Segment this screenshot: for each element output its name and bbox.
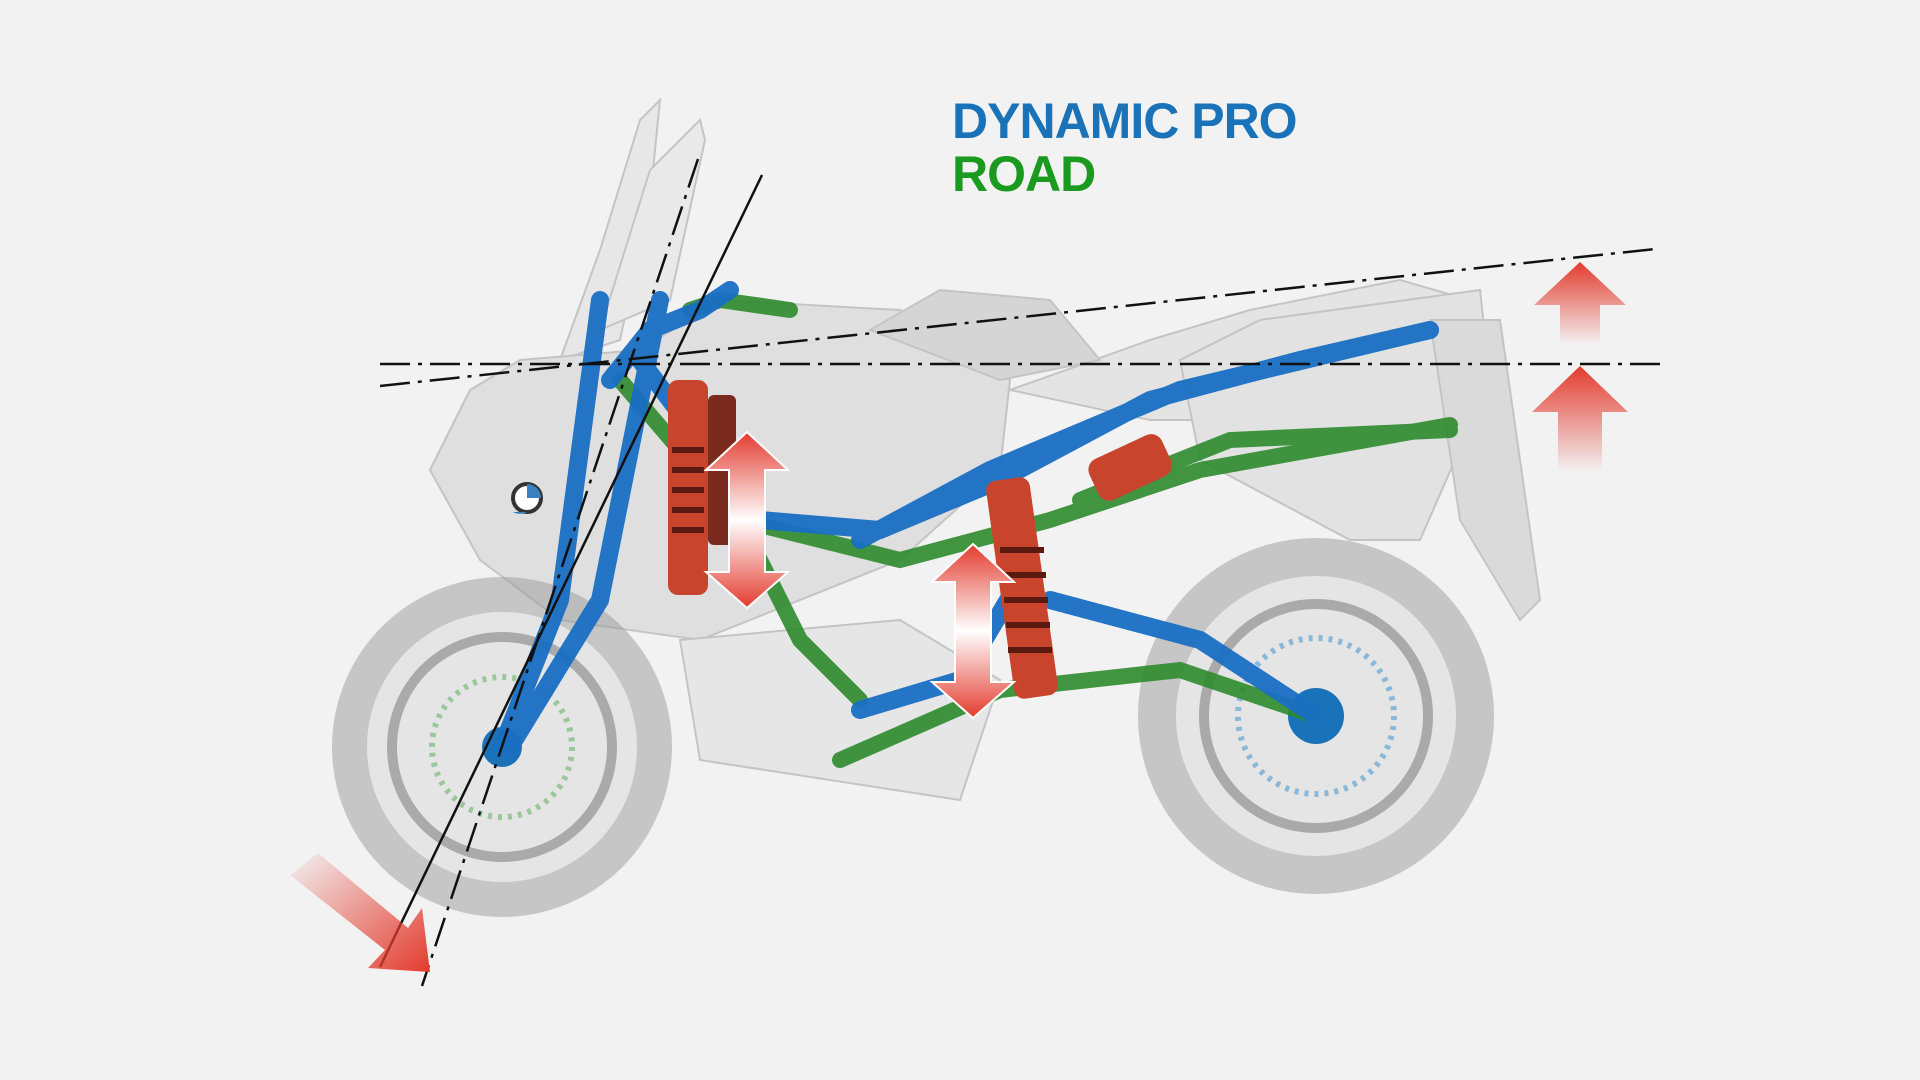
reference-lines <box>378 158 1663 987</box>
bmw-logo-icon <box>511 482 543 514</box>
mode-label-dynamic-pro: DYNAMIC PRO <box>952 93 1298 149</box>
arrow-down-right-icon <box>290 853 430 972</box>
arrow-up-icon <box>1532 262 1628 472</box>
mode-label-road: ROAD <box>952 146 1096 202</box>
double-arrow-icon <box>703 430 1017 720</box>
rear-shock <box>986 434 1173 699</box>
